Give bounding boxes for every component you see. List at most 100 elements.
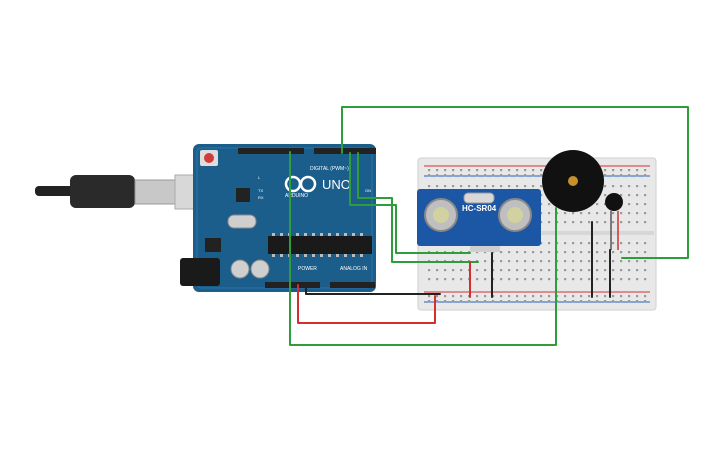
breadboard-hole xyxy=(636,169,639,172)
wire-green-top[interactable] xyxy=(341,106,689,259)
breadboard-hole xyxy=(532,169,535,172)
breadboard-hole xyxy=(508,169,511,172)
breadboard-hole xyxy=(436,269,439,272)
breadboard-hole xyxy=(580,212,583,215)
breadboard-hole xyxy=(508,278,511,281)
breadboard-hole xyxy=(572,260,575,263)
breadboard-hole xyxy=(620,300,623,303)
breadboard-hole xyxy=(628,194,631,197)
breadboard-hole xyxy=(500,295,503,298)
breadboard-hole xyxy=(604,269,607,272)
breadboard-hole xyxy=(556,295,559,298)
breadboard-hole xyxy=(628,300,631,303)
breadboard-hole xyxy=(644,260,647,263)
breadboard-hole xyxy=(484,260,487,263)
breadboard-hole xyxy=(500,185,503,188)
breadboard-hole xyxy=(572,212,575,215)
breadboard-hole xyxy=(492,174,495,177)
wire-red-5v[interactable] xyxy=(297,284,436,324)
breadboard-hole xyxy=(572,278,575,281)
breadboard-hole xyxy=(532,278,535,281)
breadboard-hole xyxy=(636,295,639,298)
breadboard-hole xyxy=(636,269,639,272)
breadboard-hole xyxy=(612,269,615,272)
breadboard-hole xyxy=(492,295,495,298)
breadboard-hole xyxy=(620,169,623,172)
breadboard-hole xyxy=(604,242,607,245)
piezo-buzzer-icon[interactable] xyxy=(542,150,604,212)
wire-green-trig[interactable] xyxy=(349,152,471,254)
breadboard-hole xyxy=(444,185,447,188)
breadboard-hole xyxy=(476,251,479,254)
wire-green-bottom[interactable] xyxy=(289,151,557,346)
breadboard-hole xyxy=(540,185,543,188)
breadboard-hole xyxy=(564,212,567,215)
wire-green-echo[interactable] xyxy=(357,152,479,263)
breadboard-hole xyxy=(612,212,615,215)
breadboard-hole xyxy=(540,260,543,263)
breadboard-hole xyxy=(620,185,623,188)
breadboard-hole xyxy=(540,269,543,272)
breadboard-hole xyxy=(596,269,599,272)
breadboard-hole xyxy=(636,242,639,245)
usb-cable[interactable] xyxy=(35,174,200,210)
breadboard-hole xyxy=(612,251,615,254)
breadboard-hole xyxy=(540,242,543,245)
breadboard-hole xyxy=(556,300,559,303)
led-icon[interactable] xyxy=(605,193,623,250)
breadboard-hole xyxy=(484,278,487,281)
breadboard-hole xyxy=(444,169,447,172)
breadboard-hole xyxy=(452,300,455,303)
breadboard-hole xyxy=(620,251,623,254)
breadboard-hole xyxy=(476,185,479,188)
breadboard-hole xyxy=(540,300,543,303)
breadboard-hole xyxy=(468,174,471,177)
breadboard-hole xyxy=(572,269,575,272)
breadboard-hole xyxy=(596,251,599,254)
breadboard-hole xyxy=(644,251,647,254)
breadboard-hole xyxy=(436,295,439,298)
breadboard-hole xyxy=(572,242,575,245)
breadboard-hole xyxy=(532,300,535,303)
breadboard-hole xyxy=(628,185,631,188)
breadboard-hole xyxy=(452,269,455,272)
breadboard-hole xyxy=(516,174,519,177)
rx-label: RX xyxy=(258,195,264,200)
breadboard-hole xyxy=(572,295,575,298)
breadboard-hole xyxy=(564,269,567,272)
sensor-model-label: HC-SR04 xyxy=(462,204,497,213)
breadboard-hole xyxy=(524,300,527,303)
breadboard-hole xyxy=(612,221,615,224)
breadboard-hole xyxy=(644,278,647,281)
breadboard-hole xyxy=(540,212,543,215)
breadboard-hole xyxy=(548,212,551,215)
breadboard-hole xyxy=(588,300,591,303)
breadboard-hole xyxy=(492,260,495,263)
breadboard-hole xyxy=(604,194,607,197)
breadboard-hole xyxy=(476,174,479,177)
wire-black-gnd[interactable] xyxy=(305,284,441,295)
breadboard-hole xyxy=(604,251,607,254)
breadboard-hole xyxy=(588,278,591,281)
breadboard-hole xyxy=(540,169,543,172)
breadboard-hole xyxy=(580,251,583,254)
breadboard-hole xyxy=(508,174,511,177)
breadboard-hole xyxy=(612,295,615,298)
breadboard-hole xyxy=(524,185,527,188)
breadboard-hole xyxy=(492,251,495,254)
ultrasonic-sensor[interactable]: HC-SR04 xyxy=(417,189,541,252)
breadboard-hole xyxy=(564,300,567,303)
breadboard-hole xyxy=(548,203,551,206)
breadboard-hole xyxy=(524,251,527,254)
breadboard-hole xyxy=(588,295,591,298)
breadboard-hole xyxy=(604,185,607,188)
arduino-board[interactable]: UNO ARDUINO DIGITAL (PWM~) POWER ANALOG … xyxy=(180,144,376,292)
breadboard-hole xyxy=(644,269,647,272)
digital-pins-label: DIGITAL (PWM~) xyxy=(310,166,349,172)
breadboard-hole xyxy=(644,212,647,215)
breadboard-hole xyxy=(508,251,511,254)
breadboard-hole xyxy=(532,269,535,272)
breadboard-hole xyxy=(428,174,431,177)
breadboard-hole xyxy=(516,300,519,303)
breadboard-hole xyxy=(636,260,639,263)
